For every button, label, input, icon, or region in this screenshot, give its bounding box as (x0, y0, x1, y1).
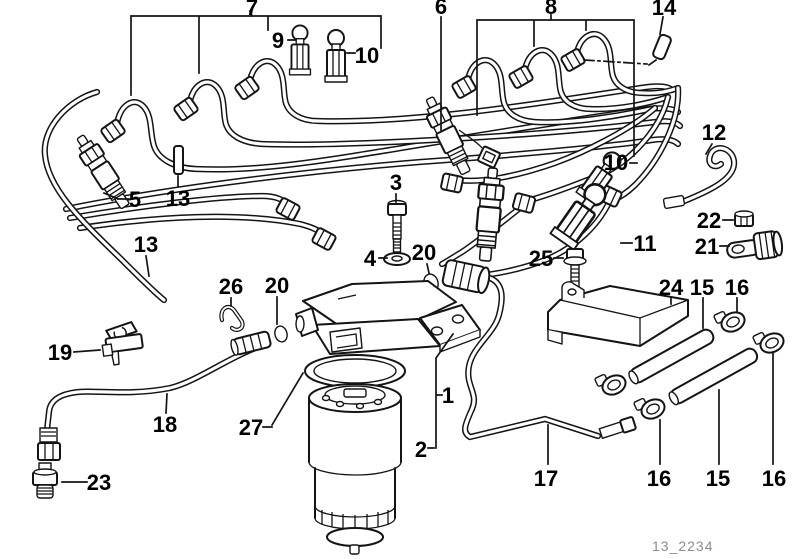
part-label-22: 22 (697, 208, 721, 233)
part-label-21: 21 (695, 234, 719, 259)
part-label-13a: 13 (166, 186, 190, 211)
part-label-14: 14 (652, 0, 677, 20)
part-label-9: 9 (272, 28, 284, 53)
filter-seal-ring-27 (304, 354, 406, 388)
banjo-bolt-21 (726, 230, 784, 261)
part-label-7: 7 (246, 0, 258, 20)
return-pipe-17 (441, 259, 637, 441)
injector-6-plug (477, 145, 501, 169)
part-label-16b: 16 (647, 466, 671, 491)
part-label-16a: 16 (725, 275, 749, 300)
part-label-12: 12 (702, 120, 726, 145)
part-label-15a: 15 (690, 275, 714, 300)
part-label-11: 11 (633, 231, 656, 256)
pipe-clip-9 (288, 24, 312, 76)
spring-clip-26 (219, 304, 245, 332)
feed-pipe-18 (37, 330, 272, 461)
hose-clamp-16-c (593, 366, 630, 401)
filter-head-assembly (295, 280, 481, 355)
hose-clamp-16-a (712, 303, 749, 338)
part-label-19: 19 (48, 340, 72, 365)
part-label-18: 18 (153, 412, 177, 437)
fuel-hose-13-short (173, 145, 184, 175)
part-label-16c: 16 (762, 466, 786, 491)
part-label-23: 23 (87, 470, 111, 495)
part-label-10b: 10 (604, 150, 628, 175)
bracket-screw-25 (563, 248, 587, 288)
callout-leaders (61, 9, 774, 483)
holder-bracket-19 (101, 321, 144, 366)
part-label-15b: 15 (706, 466, 730, 491)
hook-hose-12 (662, 145, 738, 210)
hose-clamp-16-d (632, 390, 669, 425)
part-label-8: 8 (545, 0, 557, 19)
threaded-union-23 (32, 462, 58, 499)
fuel-hose-13-long (41, 88, 168, 304)
pipe-clip-10-top (324, 29, 348, 83)
part-label-3: 3 (390, 170, 402, 195)
fuel-hose-15-lower (668, 347, 759, 406)
washer-4 (383, 252, 411, 266)
part-label-4: 4 (364, 246, 377, 271)
part-label-24: 24 (659, 275, 684, 300)
part-label-10a: 10 (355, 43, 379, 68)
part-label-13b: 13 (134, 232, 158, 257)
part-label-17: 17 (534, 466, 558, 491)
pipe-18-union (230, 330, 272, 356)
part-label-5: 5 (129, 187, 141, 212)
fuel-filter-cartridge-2 (308, 383, 402, 555)
part-label-25: 25 (529, 246, 553, 271)
hose-clamp-16-b (751, 324, 788, 359)
injector-6-sensor-wire (458, 129, 483, 149)
sleeve-14 (652, 33, 672, 61)
part-label-2: 2 (415, 437, 427, 462)
injection-pipes-right-bank (438, 31, 682, 280)
support-bracket-24 (547, 281, 689, 347)
part-label-1: 1 (442, 383, 454, 408)
part-label-27: 27 (239, 415, 263, 440)
diagram-code: 13_2234 (652, 538, 714, 554)
part-label-20b: 20 (265, 273, 289, 298)
pipe-17-banjo-fitting (441, 259, 491, 295)
hex-nut-22 (734, 210, 754, 227)
part-label-26: 26 (219, 274, 243, 299)
o-ring-20-left (274, 325, 288, 343)
hex-bolt-3 (387, 199, 407, 253)
fuel-hose-15-upper (628, 328, 715, 385)
part-label-20a: 20 (412, 240, 436, 265)
part-label-6: 6 (435, 0, 447, 19)
